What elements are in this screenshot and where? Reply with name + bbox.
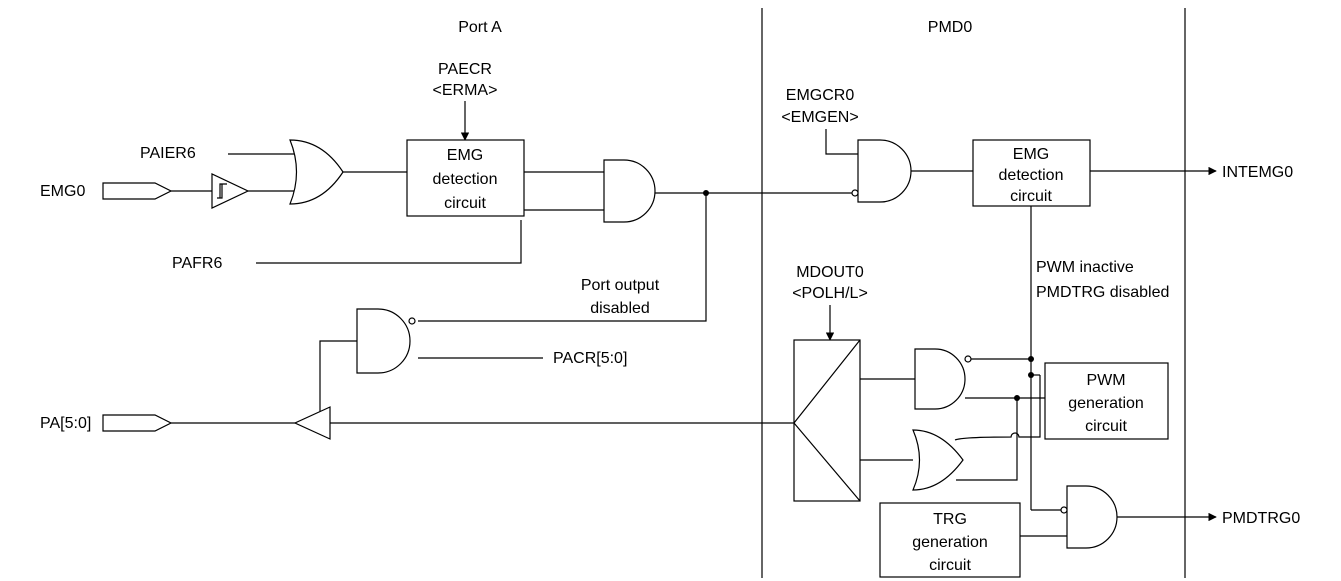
invert-bubble-trg <box>1060 506 1068 514</box>
and-gate-output-enable <box>356 308 411 374</box>
wire-port-output-disable <box>418 193 707 322</box>
pin-pa <box>102 414 173 432</box>
pwm-generation-block <box>1044 362 1169 440</box>
and-gate-pmd-emg <box>857 139 912 203</box>
label-pmdtrg0: PMDTRG0 <box>1222 510 1300 527</box>
output-buffer-icon <box>293 406 331 440</box>
hysteresis-symbol-icon <box>217 183 227 199</box>
label-emg0: EMG0 <box>40 183 85 200</box>
label-pacr: PACR[5:0] <box>553 350 627 367</box>
section-title-pmd0: PMD0 <box>928 19 973 36</box>
emg-detection-block-pmd <box>972 139 1091 207</box>
and-gate-pwm <box>914 348 966 410</box>
wire-pafr6 <box>256 220 522 264</box>
label-paier6: PAIER6 <box>140 145 196 162</box>
or-gate-pmd <box>912 429 964 491</box>
label-polh: <POLH/L> <box>792 285 868 302</box>
wire-emgen <box>825 129 858 155</box>
label-intemg0: INTEMG0 <box>1222 164 1293 181</box>
and-gate-trg <box>1066 485 1118 549</box>
schmitt-buffer-icon <box>211 173 250 209</box>
emg-detection-block-porta <box>406 139 525 217</box>
emg-detection-pmd-line3: circuit <box>1010 188 1052 205</box>
trg-generation-line2: generation <box>912 534 988 551</box>
label-pmdtrg-disabled: PMDTRG disabled <box>1036 284 1169 301</box>
label-mdout0: MDOUT0 <box>796 264 864 281</box>
label-pa: PA[5:0] <box>40 415 91 432</box>
invert-bubble-emg <box>851 189 859 197</box>
pwm-generation-line1: PWM <box>1086 372 1125 389</box>
or-gate-input <box>289 139 344 205</box>
section-title-port-a: Port A <box>458 19 502 36</box>
pwm-generation-line3: circuit <box>1085 418 1127 435</box>
pin-emg0 <box>102 182 173 200</box>
emg-detection-pmd-line2: detection <box>999 167 1064 184</box>
and-gate-porta <box>603 159 656 223</box>
wire-or-pwm-gen <box>956 398 1018 481</box>
emg-detection-pmd-line1: EMG <box>1013 146 1049 163</box>
trg-generation-block <box>879 502 1021 578</box>
label-emgcr0: EMGCR0 <box>786 87 855 104</box>
label-port-output: Port output <box>581 277 660 294</box>
output-selector-block <box>793 339 861 502</box>
wire-pwm-and-input <box>965 397 1017 399</box>
label-pwm-inactive: PWM inactive <box>1036 259 1134 276</box>
trg-generation-line3: circuit <box>929 557 971 574</box>
label-paecr: PAECR <box>438 61 492 78</box>
invert-bubble-port-output <box>408 317 416 325</box>
output-selector-symbol <box>793 339 861 502</box>
label-pafr6: PAFR6 <box>172 255 222 272</box>
label-port-disabled: disabled <box>590 300 650 317</box>
wire-or-pwm-status <box>954 375 1041 441</box>
emg-detection-porta-line2: detection <box>433 171 498 188</box>
emg-detection-porta-line3: circuit <box>444 195 486 212</box>
label-emgen: <EMGEN> <box>781 109 858 126</box>
trg-generation-line1: TRG <box>933 511 967 528</box>
label-erma: <ERMA> <box>433 82 498 99</box>
invert-bubble-pwm <box>964 355 972 363</box>
emg-detection-porta-line1: EMG <box>447 147 483 164</box>
pwm-generation-line2: generation <box>1068 395 1144 412</box>
wire-enable-to-buffer <box>319 340 357 420</box>
